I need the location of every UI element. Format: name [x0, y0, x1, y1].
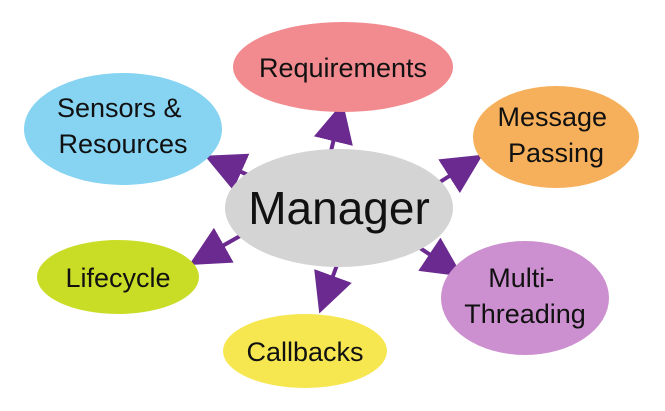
sensors-resources-ellipse — [24, 73, 222, 185]
manager-label: Manager — [248, 182, 430, 234]
arrow-to-message-passing — [438, 154, 483, 194]
message-passing-ellipse — [473, 86, 639, 188]
requirements-label: Requirements — [259, 53, 427, 83]
node-lifecycle: Lifecycle — [37, 240, 199, 314]
message-passing-line-2: Passing — [508, 138, 604, 168]
requirements-ellipse — [233, 22, 453, 112]
node-multi-threading: Multi- Threading — [441, 241, 609, 355]
sensors-resources-line-2: Resources — [58, 129, 187, 159]
node-callbacks: Callbacks — [223, 314, 387, 388]
arrow-to-callbacks — [314, 264, 352, 314]
arrow-to-requirements — [313, 102, 353, 156]
manager-ellipse — [225, 149, 453, 267]
multi-threading-line-2: Threading — [464, 299, 586, 329]
node-requirements: Requirements — [233, 22, 453, 112]
sensors-resources-label: Sensors & Resources — [57, 93, 189, 159]
arrow-to-sensors-resources — [204, 153, 250, 191]
multi-threading-label: Multi- Threading — [464, 263, 586, 329]
callbacks-ellipse — [223, 314, 387, 388]
multi-threading-ellipse — [441, 241, 609, 355]
lifecycle-label: Lifecycle — [65, 263, 170, 293]
arrow-to-lifecycle — [189, 227, 241, 265]
arrow-to-multi-threading — [418, 237, 463, 277]
sensors-resources-line-1: Sensors & — [57, 93, 182, 123]
lifecycle-ellipse — [37, 240, 199, 314]
message-passing-label: Message Passing — [497, 102, 614, 168]
multi-threading-line-1: Multi- — [488, 263, 554, 293]
node-sensors-resources: Sensors & Resources — [24, 73, 222, 185]
arrows — [189, 102, 483, 314]
node-manager: Manager — [225, 149, 453, 267]
message-passing-line-1: Message — [497, 102, 607, 132]
node-message-passing: Message Passing — [473, 86, 639, 188]
callbacks-label: Callbacks — [246, 337, 363, 367]
